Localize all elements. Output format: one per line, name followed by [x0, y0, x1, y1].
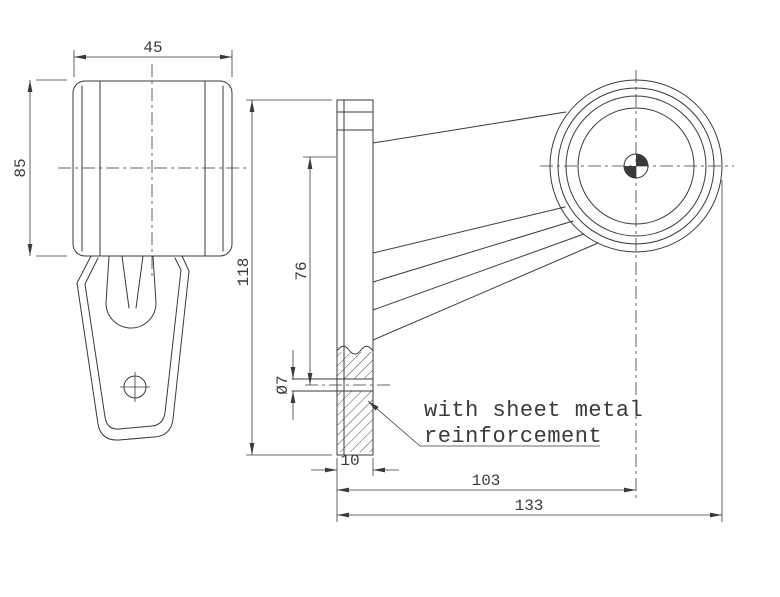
- dim-lamp-height-label: 85: [12, 158, 30, 177]
- dim-hole-diameter-label: Ø7: [274, 375, 292, 394]
- mounting-bracket: [76, 255, 190, 441]
- dim-lamp-width: 45: [73, 39, 233, 77]
- dim-plate-thickness: 10: [311, 452, 399, 476]
- lamp-arm: [372, 111, 599, 341]
- annotation-line1: with sheet metal: [424, 398, 643, 423]
- dim-bracket-height: 118: [235, 99, 332, 456]
- dim-arm-length: 103: [336, 458, 636, 522]
- side-view: [291, 70, 734, 498]
- lamp-head: [540, 70, 734, 498]
- dimensions: 45 85 118 76 Ø7 10: [12, 39, 723, 522]
- dim-lamp-height: 85: [12, 79, 67, 257]
- lamp-body: [72, 80, 233, 257]
- bracket-plate: [291, 99, 392, 456]
- annotation-note: with sheet metal reinforcement: [367, 398, 643, 449]
- sheet-metal-reinforcement-hatch: [337, 391, 373, 452]
- dim-plate-thickness-label: 10: [340, 452, 359, 470]
- bracket-hole: [120, 372, 150, 402]
- dim-overall-length-label: 133: [515, 497, 544, 515]
- annotation-line2: reinforcement: [424, 424, 602, 449]
- front-view: [58, 64, 247, 441]
- dim-arm-length-label: 103: [472, 472, 501, 490]
- dim-bracket-height-label: 118: [235, 258, 253, 287]
- dim-hole-offset-label: 76: [293, 261, 311, 280]
- dim-overall-length: 133: [337, 180, 723, 522]
- lamp-centerlines: [58, 64, 247, 278]
- leader-line: [367, 400, 421, 447]
- dim-hole-diameter: Ø7: [274, 350, 296, 420]
- dim-hole-offset: 76: [293, 156, 336, 385]
- dim-lamp-width-label: 45: [143, 39, 162, 57]
- plate-hole: [291, 378, 392, 392]
- sheet-metal-reinforcement-hatch: [337, 352, 373, 379]
